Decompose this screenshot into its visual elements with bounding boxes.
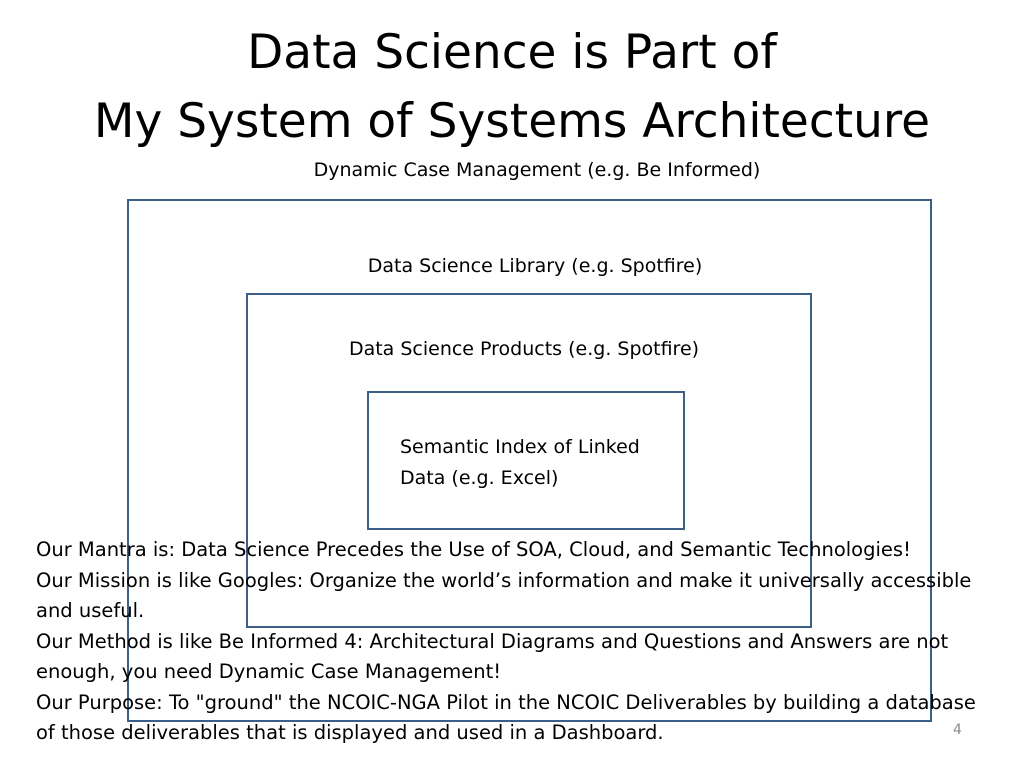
slide-number: 4 xyxy=(953,722,962,738)
semantic-index-box xyxy=(367,391,685,530)
slide-title-line-1: Data Science is Part of xyxy=(247,25,777,80)
data-science-library-box xyxy=(246,293,812,628)
method-text: Our Method is like Be Informed 4: Archit… xyxy=(36,629,949,684)
semantic-index-label: Semantic Index of Linked Data (e.g. Exce… xyxy=(400,436,640,489)
mission-text: Our Mission is like Googles: Organize th… xyxy=(36,568,972,623)
body-text: Our Mantra is: Data Science Precedes the… xyxy=(36,535,986,749)
dynamic-case-management-label: Dynamic Case Management (e.g. Be Informe… xyxy=(313,159,761,181)
purpose-text: Our Purpose: To "ground" the NCOIC-NGA P… xyxy=(36,690,976,745)
data-science-products-label: Data Science Products (e.g. Spotfire) xyxy=(348,338,700,360)
mantra-text: Our Mantra is: Data Science Precedes the… xyxy=(36,538,911,561)
data-science-library-label: Data Science Library (e.g. Spotfire) xyxy=(367,255,703,277)
slide-title-line-2: My System of Systems Architecture xyxy=(93,94,931,149)
dynamic-case-management-box xyxy=(127,199,932,722)
